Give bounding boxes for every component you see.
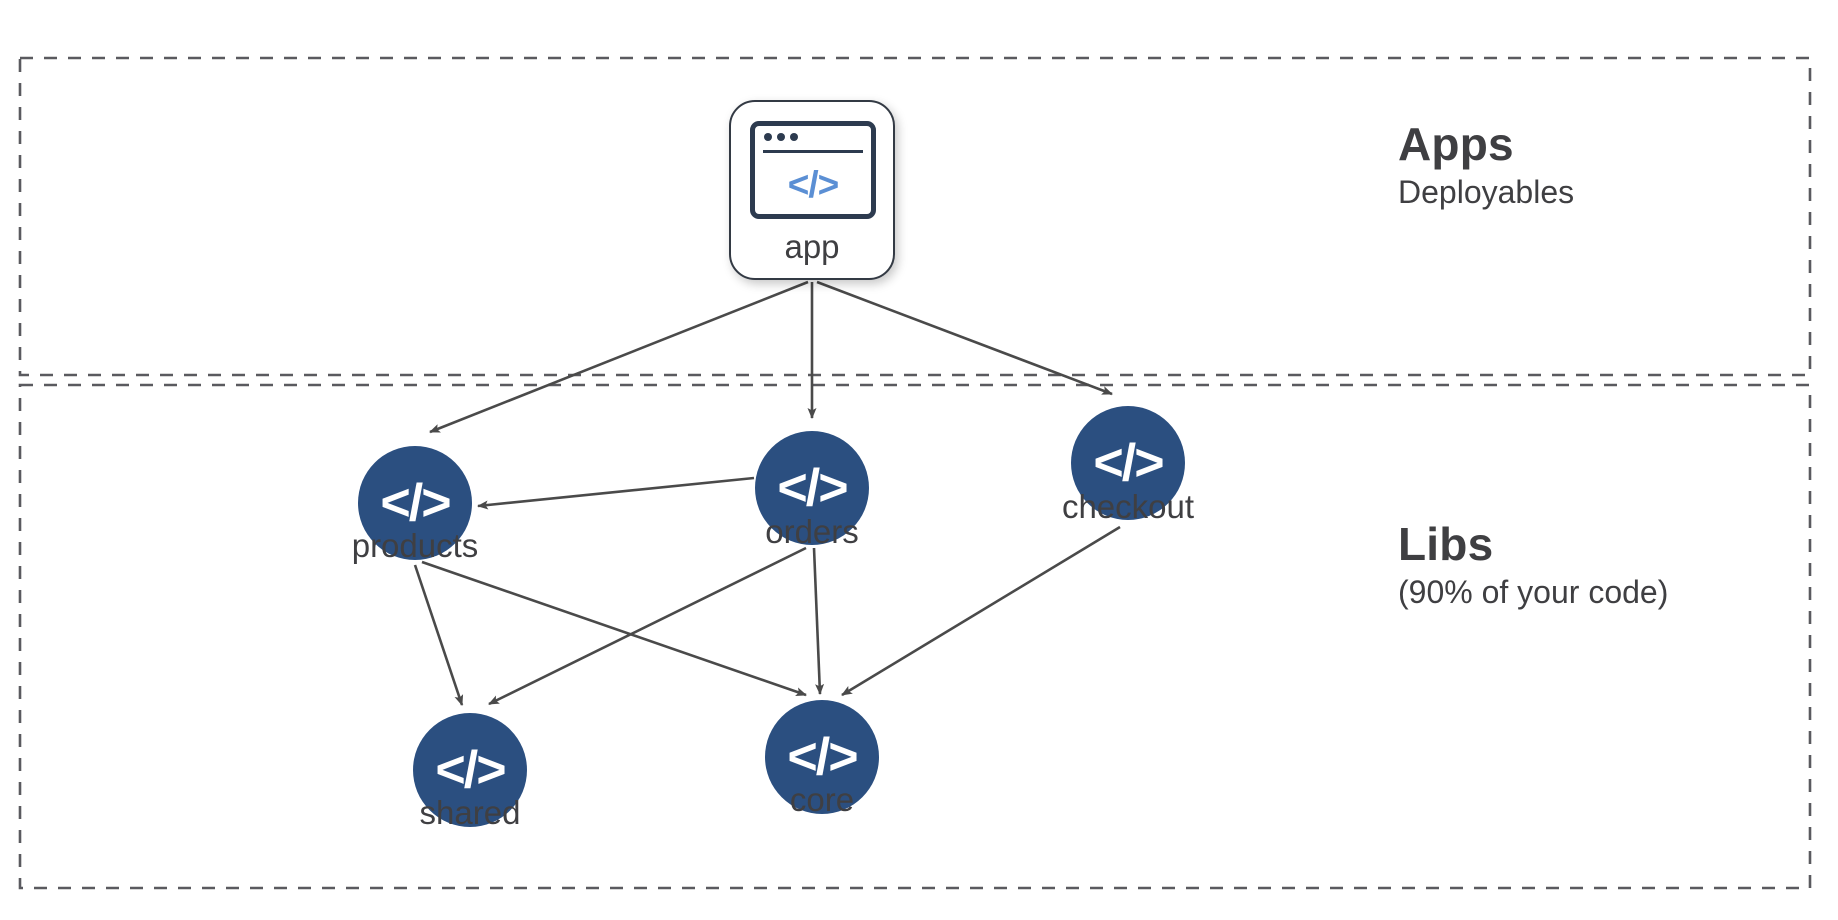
lib-node-checkout[interactable]: </> (1071, 406, 1185, 520)
lib-node-label-checkout: checkout (1061, 488, 1195, 525)
lib-node-core[interactable]: </> (765, 700, 879, 814)
edge-products-shared (413, 564, 464, 706)
lib-node-label-products: products (351, 527, 479, 564)
apps-zone-title: Apps (1398, 118, 1514, 170)
lib-node-label-orders: orders (765, 513, 859, 550)
lib-node-shared[interactable]: </> (413, 713, 527, 827)
edge-orders-products (477, 476, 755, 510)
lib-node-label-core: core (789, 781, 855, 818)
code-glyph-icon: </> (777, 459, 847, 517)
libs-zone-title: Libs (1398, 518, 1494, 570)
window-titlebar-rule (763, 150, 863, 153)
code-glyph-icon: </> (787, 164, 840, 205)
edge-app-products (429, 280, 809, 434)
app-node-label: app (784, 228, 840, 265)
browser-window-icon: </> (750, 121, 876, 219)
code-glyph-icon: </> (435, 741, 505, 799)
edge-orders-core (812, 547, 825, 695)
edge-products-core (421, 560, 807, 697)
window-dots-icon (764, 133, 798, 141)
libs-zone-subtitle: (90% of your code) (1398, 574, 1669, 611)
apps-zone-box (18, 56, 1812, 377)
libs-zone-box (18, 383, 1812, 890)
edge-orders-shared (488, 546, 807, 706)
lib-node-label-shared: shared (419, 794, 521, 831)
app-node-card[interactable]: </> app (729, 100, 895, 280)
lib-node-orders[interactable]: </> (755, 431, 869, 545)
code-glyph-icon: </> (787, 728, 857, 786)
libs-zone-label: Libs (90% of your code) (1398, 520, 1668, 611)
edge-checkout-core (841, 525, 1121, 697)
edge-app-checkout (816, 280, 1113, 396)
apps-zone-label: Apps Deployables (1398, 120, 1574, 211)
code-glyph-icon: </> (380, 474, 450, 532)
apps-zone-subtitle: Deployables (1398, 174, 1575, 211)
lib-node-products[interactable]: </> (358, 446, 472, 560)
code-glyph-icon: </> (1093, 434, 1163, 492)
